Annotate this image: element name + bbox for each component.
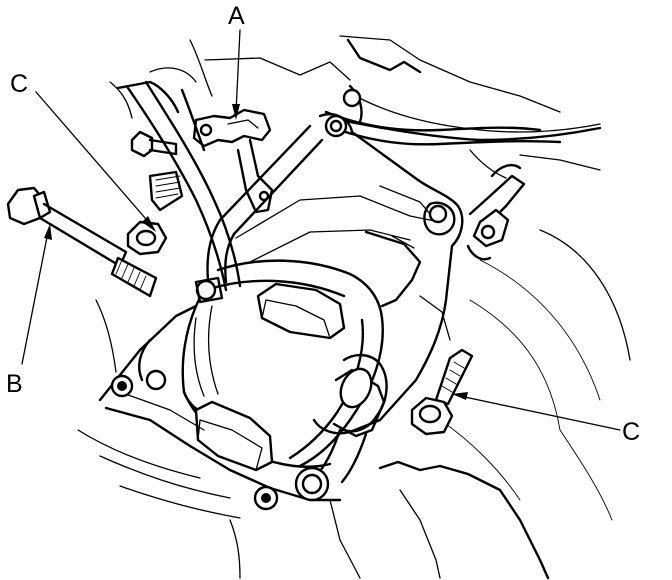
callout-c-right: C: [622, 418, 640, 446]
callout-c-left: C: [10, 70, 28, 98]
base-flange: [98, 276, 342, 511]
right-hardware: [419, 164, 526, 341]
leader-arrows: [21, 29, 621, 431]
hose-lines: [126, 80, 562, 292]
bolt-c-upper: [126, 130, 184, 256]
engine-block-outline: [77, 35, 631, 580]
bracket-a: [192, 108, 274, 214]
bolt-b: [6, 186, 158, 298]
bolt-c-right: [410, 348, 474, 436]
callout-a: A: [228, 2, 245, 30]
mount-body: [181, 259, 388, 484]
callout-b: B: [6, 370, 23, 398]
mount-bracket: [194, 113, 464, 435]
